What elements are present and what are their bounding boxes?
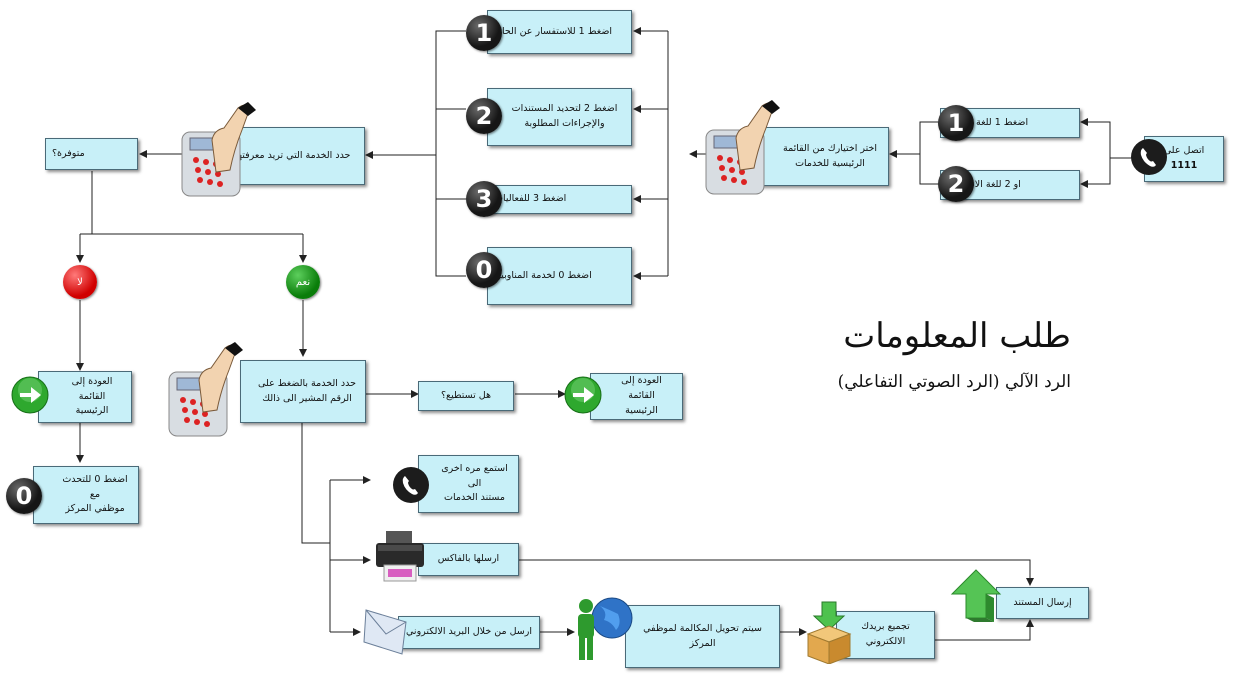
number-disc-opt3: 3 <box>466 181 502 217</box>
can-you-box: هل تستطيع؟ <box>418 381 514 411</box>
send-fax-box: ارسلها بالفاكس <box>418 543 519 576</box>
yes-badge: نعم <box>286 265 320 299</box>
can-you-label: هل تستطيع؟ <box>441 389 491 401</box>
listen-again-box: استمع مره اخرى الى مستند الخدمات <box>418 455 519 513</box>
back-main-right-line-1: العودة إلى القائمة <box>621 375 662 402</box>
printer-icon <box>372 527 428 587</box>
collect-email-box: تجميع بريدك الالكتروني <box>836 611 935 659</box>
green-up-arrow-icon <box>950 568 1002 630</box>
option-2-box: اضغط 2 لتحديد المستندات والإجراءات المطلو… <box>487 88 632 146</box>
keypad-hand-icon <box>176 100 258 204</box>
option-1-label: اضغط 1 للاستفسار عن الحالة <box>494 25 613 37</box>
page-title: طلب المعلومات <box>843 316 1071 356</box>
available-box: متوفرة؟ <box>45 138 138 170</box>
option-3-box: اضغط 3 للفعاليات <box>487 185 632 214</box>
keypad-hand-icon <box>700 98 782 202</box>
option-1-box: اضغط 1 للاستفسار عن الحالة <box>487 10 632 54</box>
option-2-line-1: اضغط 2 لتحديد المستندات <box>511 103 618 115</box>
call-line-1: اتصل على <box>1163 145 1205 157</box>
choose-service-label: حدد الخدمة التي تريد معرفتها <box>235 149 351 161</box>
lang-english-label: او 2 للغة الانجليزية <box>947 178 1021 190</box>
number-disc-opt2: 2 <box>466 98 502 134</box>
page-subtitle: الرد الآلي (الرد الصوتي التفاعلي) <box>837 372 1071 392</box>
collect-email-line-1: تجميع بريدك <box>861 621 910 633</box>
option-2-line-2: والإجراءات المطلوبة <box>524 118 605 129</box>
option-3-label: اضغط 3 للفعاليات <box>494 193 567 205</box>
transfer-staff-line-1: سيتم تحويل المكالمة لموظفي <box>643 622 762 634</box>
back-main-right-box: العودة إلى القائمة الرئيسية <box>590 373 683 420</box>
call-line-2: 1111 <box>1170 160 1198 171</box>
listen-again-line-1: استمع مره اخرى الى <box>441 462 508 489</box>
no-badge: لا <box>63 265 97 299</box>
number-disc-staff0: 0 <box>6 478 42 514</box>
number-disc-opt1: 1 <box>466 15 502 51</box>
back-main-left-line-1: العودة إلى القائمة <box>71 375 113 402</box>
send-email-label: ارسل من خلال البريد الالكتروني <box>406 626 532 638</box>
back-main-left-line-2: الرئيسية <box>75 405 109 417</box>
send-email-box: ارسل من خلال البريد الالكتروني <box>398 616 540 649</box>
phone-handset-icon <box>392 466 430 508</box>
send-document-box: إرسال المستند <box>996 587 1089 619</box>
available-label: متوفرة؟ <box>52 147 85 159</box>
select-service-line-2: الرقم المشير الى ذالك <box>262 392 352 404</box>
transfer-staff-box: سيتم تحويل المكالمة لموظفي المركز <box>625 605 780 668</box>
green-arrow-icon <box>564 376 602 418</box>
back-main-right-line-2: الرئيسية <box>625 404 658 416</box>
choose-main-line-1: اختر اختيارك من القائمة <box>782 142 878 154</box>
send-fax-label: ارسلها بالفاكس <box>437 553 500 565</box>
choose-service-box: حدد الخدمة التي تريد معرفتها <box>228 127 365 185</box>
transfer-staff-line-2: المركز <box>689 637 716 649</box>
press0-staff-box: اضغط 0 للتحدث مع موظفي المركز <box>33 466 139 524</box>
envelope-icon <box>362 604 410 662</box>
phone-handset-icon <box>1130 138 1168 180</box>
back-main-left-box: العودة إلى القائمة الرئيسية <box>38 371 132 423</box>
choose-main-line-2: الرئيسية للخدمات <box>795 157 865 169</box>
option-0-box: اضغط 0 لخدمة المناوبين <box>487 247 632 305</box>
number-disc-opt0: 0 <box>466 252 502 288</box>
option-0-label: اضغط 0 لخدمة المناوبين <box>494 269 592 281</box>
select-service-line-1: حدد الخدمة بالضغط على <box>258 377 356 389</box>
number-disc-lang2: 2 <box>938 166 974 202</box>
keypad-hand-icon <box>163 340 245 444</box>
press0-staff-line-2: موظفي المركز <box>65 503 125 515</box>
person-globe-icon <box>572 596 634 666</box>
green-arrow-icon <box>11 376 49 418</box>
collect-email-line-2: الالكتروني <box>865 636 906 647</box>
press0-staff-line-1: اضغط 0 للتحدث مع <box>62 473 128 500</box>
select-service-number-box: حدد الخدمة بالضغط على الرقم المشير الى ذا… <box>240 360 366 423</box>
number-disc-lang1: 1 <box>938 105 974 141</box>
choose-main-box: اختر اختيارك من القائمة الرئيسية للخدمات <box>757 127 889 186</box>
send-document-label: إرسال المستند <box>1013 596 1072 608</box>
listen-again-line-2: مستند الخدمات <box>444 492 505 504</box>
box-icon <box>804 600 854 668</box>
